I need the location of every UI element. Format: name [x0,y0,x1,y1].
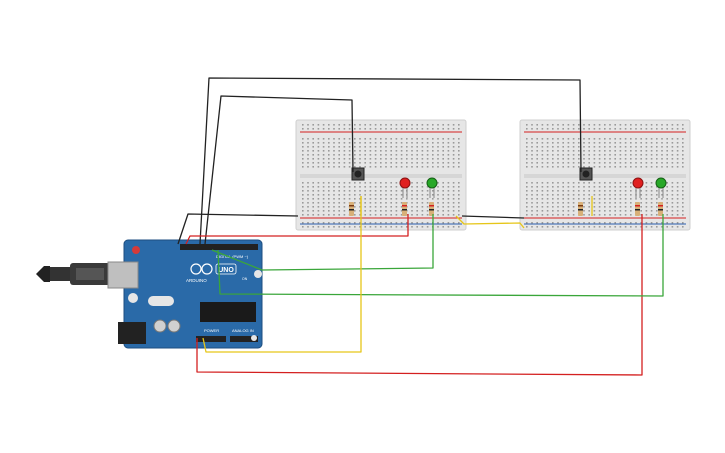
breadboard-holes [302,124,460,228]
usb-port [107,261,139,289]
breadboard-holes [526,124,684,228]
model-label: UNO [218,267,234,274]
resistor-right-2[interactable] [635,202,640,216]
led-red-right[interactable] [632,177,644,198]
usb-cable[interactable] [36,263,110,285]
wire-black-bridge[interactable] [461,215,525,219]
led-green-right[interactable] [655,177,667,198]
breadboard-left[interactable] [295,119,467,231]
mounting-hole [128,293,138,303]
analog-header[interactable] [230,336,258,342]
resistor-right-3[interactable] [658,202,663,216]
arduino-logo [190,263,213,275]
led-red-left[interactable] [399,177,411,198]
resistor-left-2[interactable] [402,202,407,216]
digital-header[interactable] [180,244,258,250]
wire-black-mid[interactable] [204,95,354,245]
arduino-uno-board[interactable]: UNO ARDUINO DIGITAL (PWM ~) POWER ANALOG… [107,239,263,349]
wire-green-right[interactable] [217,214,664,297]
resistor-left-1[interactable] [349,202,354,216]
pushbutton-left[interactable] [351,167,365,181]
power-label: POWER [204,328,219,333]
breadboard-right[interactable] [519,119,691,231]
resistor-left-3[interactable] [429,202,434,216]
power-jack [118,322,146,344]
wires [177,77,664,376]
wire-red-right[interactable] [196,214,643,376]
resistor-right-1[interactable] [578,202,583,216]
power-header[interactable] [196,336,226,342]
wire-red-left[interactable] [185,214,409,245]
digital-label: DIGITAL (PWM ~) [216,254,249,259]
wire-black-top[interactable] [199,77,582,245]
analog-label: ANALOG IN [232,328,254,333]
wire-black-gnd[interactable] [177,213,299,245]
pushbutton-right[interactable] [579,167,593,181]
wire-yellow-bridge[interactable] [455,215,525,229]
led-green-left[interactable] [426,177,438,198]
brand-label: ARDUINO [186,278,207,283]
reset-button[interactable] [132,246,140,254]
wire-green-left[interactable] [211,214,434,271]
wire-yellow-left[interactable] [202,196,362,353]
atmega-chip [200,302,256,322]
on-label: ON [242,277,248,281]
